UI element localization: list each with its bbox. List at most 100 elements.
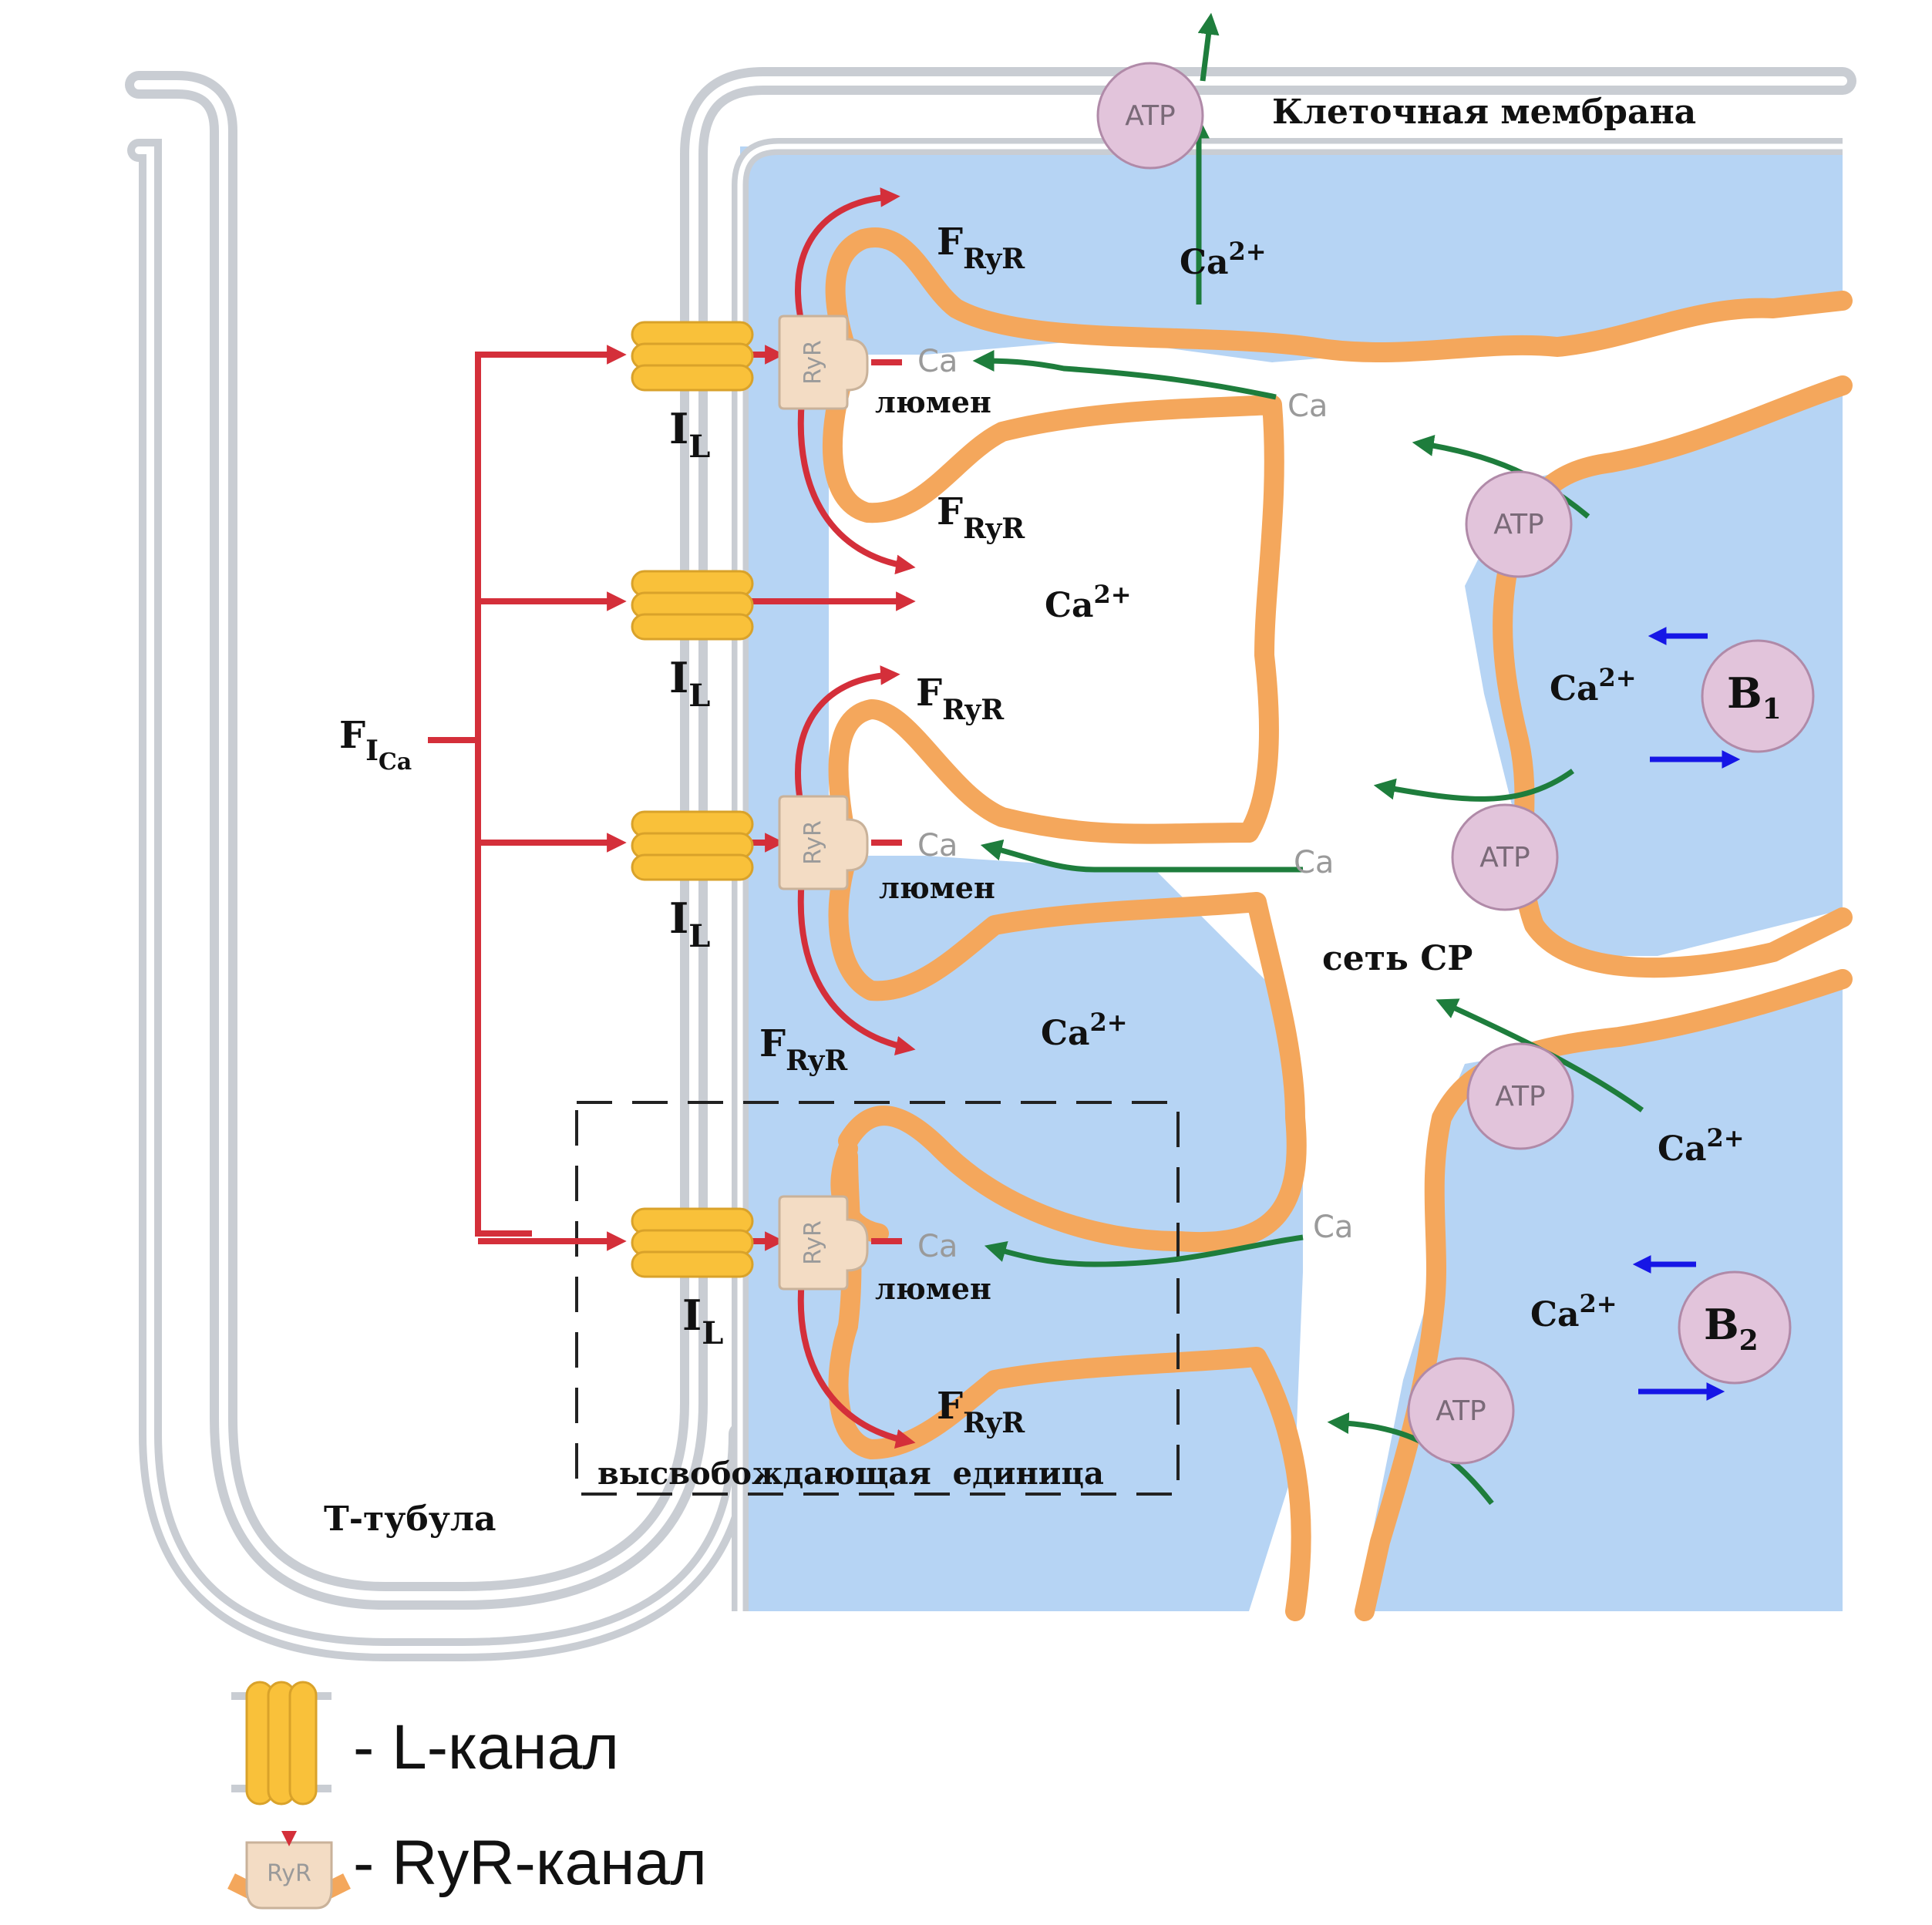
ca2-b1: Ca2+ — [1550, 663, 1637, 708]
legend-l-channel-text: - L-канал — [353, 1712, 620, 1782]
i-l-3-sub: L — [688, 918, 710, 954]
atp-label-1: ATP — [1493, 509, 1544, 540]
i-l-4-sub: L — [702, 1315, 723, 1351]
i-l-2: IL — [669, 653, 710, 714]
sr-network-label: сеть СР — [1322, 939, 1473, 978]
i-l-1-main: I — [669, 404, 688, 453]
atp-pump-4: ATP — [1407, 1357, 1515, 1465]
f-ryr-1: FRyR — [937, 220, 1025, 275]
atp-label-2: ATP — [1479, 842, 1530, 873]
ca2-lumen2-main: Ca — [1041, 1014, 1090, 1053]
ryr-label-1: RyR — [800, 340, 827, 385]
ca2-top-main: Ca — [1180, 243, 1229, 282]
svg-text:B1: B1 — [1727, 668, 1782, 725]
atp-label-top: ATP — [1125, 100, 1176, 132]
f-ryr-1-sub: RyR — [963, 243, 1025, 275]
f-ica-main: F — [339, 714, 365, 757]
buffer-b2: B2 — [1678, 1270, 1792, 1385]
l-channel-1 — [631, 321, 754, 392]
f-ryr-2-sub: RyR — [963, 513, 1025, 545]
f-ica-subsub: Ca — [379, 749, 412, 776]
ca-grey-3: Ca — [917, 828, 958, 863]
release-unit-label: высвобождающая единица — [597, 1456, 1104, 1492]
l-channel-3 — [631, 810, 754, 881]
ryr-channel-icon: RyR — [227, 1827, 351, 1920]
f-ryr-3-sub: RyR — [942, 694, 1005, 726]
ryr-channel-1: RyR — [778, 315, 869, 410]
i-l-1-sub: L — [688, 429, 710, 465]
i-l-2-main: I — [669, 653, 688, 702]
ca2-lumen1-main: Ca — [1045, 586, 1094, 625]
ca2-right-sup: 2+ — [1707, 1123, 1745, 1153]
ryr-channel-3: RyR — [778, 1195, 869, 1291]
atp-pump-3: ATP — [1466, 1042, 1574, 1150]
cell-membrane-label: Клеточная мембрана — [1272, 93, 1696, 132]
lumen-label-2: люмен — [879, 870, 995, 905]
ca-grey-1: Ca — [917, 344, 958, 379]
f-ica-sub: I — [365, 735, 379, 767]
ca2-top-sup: 2+ — [1229, 237, 1267, 266]
f-ryr-4: FRyR — [759, 1022, 848, 1077]
buffer-b1: B1 — [1701, 639, 1815, 753]
atp-pump-2: ATP — [1451, 803, 1559, 911]
b1-main: B — [1727, 668, 1762, 718]
lumen-label-3: люмен — [875, 1271, 991, 1306]
f-ryr-4-sub: RyR — [786, 1045, 848, 1077]
f-ryr-2: FRyR — [937, 490, 1025, 545]
i-l-3: IL — [669, 894, 710, 954]
ca2-lumen2: Ca2+ — [1041, 1008, 1128, 1053]
f-ryr-3-main: F — [916, 671, 942, 715]
i-l-2-sub: L — [688, 678, 710, 714]
f-ryr-1-main: F — [937, 220, 963, 264]
f-ryr-3: FRyR — [916, 671, 1005, 726]
b1-sub: 1 — [1762, 693, 1782, 725]
ryr-label-2: RyR — [800, 820, 827, 865]
ca2-right-main: Ca — [1658, 1129, 1707, 1169]
ca-grey-6: Ca — [1313, 1210, 1353, 1245]
b2-main: B — [1704, 1300, 1739, 1349]
i-l-1: IL — [669, 404, 710, 465]
f-ryr-5-sub: RyR — [963, 1407, 1025, 1439]
i-l-4-main: I — [682, 1291, 702, 1340]
ca2-b2-main: Ca — [1530, 1295, 1580, 1334]
atp-pump-1: ATP — [1465, 470, 1573, 578]
ca2-top: Ca2+ — [1180, 237, 1267, 282]
legend-ryr-channel-text: - RyR-канал — [353, 1828, 707, 1898]
ca2-right: Ca2+ — [1658, 1123, 1745, 1169]
ca2-b1-main: Ca — [1550, 669, 1599, 708]
t-tubule-label: Т-тубула — [324, 1499, 496, 1539]
l-channel-2 — [631, 570, 754, 641]
b2-sub: 2 — [1739, 1324, 1759, 1357]
sr-membranes — [822, 227, 1853, 1621]
ca2-lumen1-sup: 2+ — [1094, 580, 1132, 609]
ca-grey-4: Ca — [1294, 845, 1334, 880]
ca2-lumen2-sup: 2+ — [1090, 1008, 1128, 1037]
atp-pump-top: ATP — [1096, 62, 1204, 170]
ca2-b1-sup: 2+ — [1599, 663, 1637, 692]
ca2-lumen1: Ca2+ — [1045, 580, 1132, 625]
sr-network-region — [829, 308, 1843, 1611]
f-ryr-5: FRyR — [937, 1385, 1025, 1439]
svg-text:B2: B2 — [1704, 1300, 1759, 1357]
ca-grey-5: Ca — [917, 1229, 958, 1264]
t-tubule-membrane — [125, 67, 1856, 1661]
f-ryr-5-main: F — [937, 1385, 963, 1428]
f-ryr-2-main: F — [937, 490, 963, 533]
f-ica-label: FICa — [339, 714, 412, 776]
lumen-label-1: люмен — [875, 385, 991, 419]
release-unit-box — [575, 1101, 1180, 1496]
l-channel-icon — [231, 1681, 332, 1808]
ryr-channel-2: RyR — [778, 795, 869, 890]
l-channel-4 — [631, 1207, 754, 1278]
atp-label-3: ATP — [1495, 1081, 1546, 1112]
ryr-icon-label: RyR — [267, 1860, 311, 1887]
i-l-3-main: I — [669, 894, 688, 943]
atp-label-4: ATP — [1436, 1395, 1486, 1427]
ryr-label-3: RyR — [800, 1220, 827, 1265]
ca2-b2: Ca2+ — [1530, 1289, 1617, 1334]
i-l-4: IL — [682, 1291, 723, 1351]
ca2-b2-sup: 2+ — [1580, 1289, 1617, 1318]
ca-grey-2: Ca — [1287, 389, 1328, 424]
